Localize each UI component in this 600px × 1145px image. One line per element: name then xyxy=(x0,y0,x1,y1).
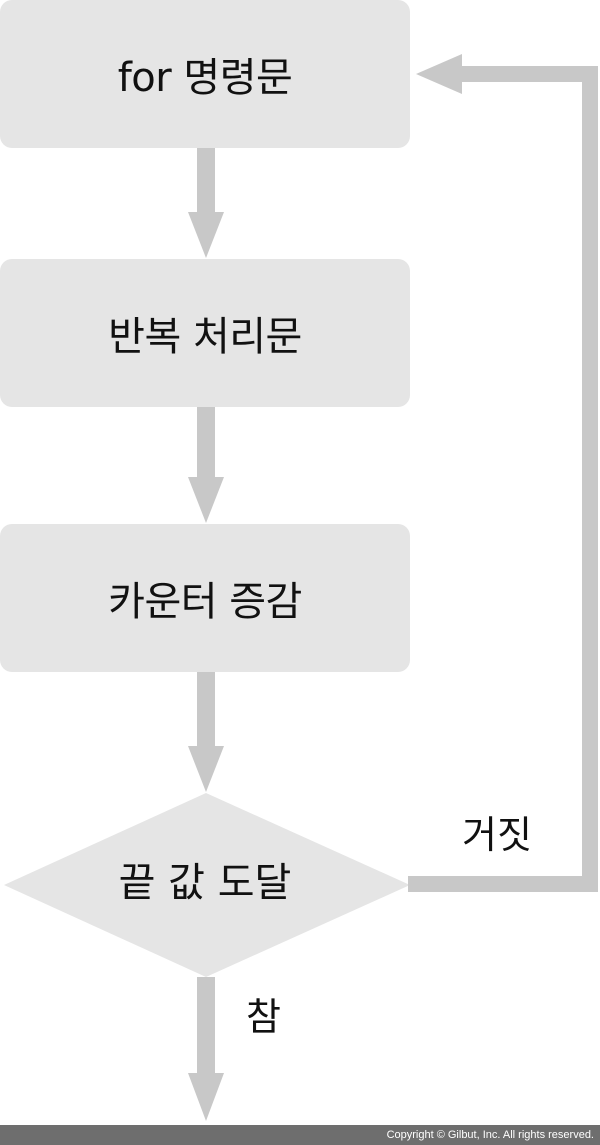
step-counter-update: 카운터 증감 xyxy=(0,524,410,672)
copyright-footer: Copyright © Gilbut, Inc. All rights rese… xyxy=(0,1125,600,1145)
decision-diamond xyxy=(4,793,410,977)
step-for-statement-label: for 명령문 xyxy=(117,55,293,101)
arrow-true-exit xyxy=(188,977,224,1121)
branch-false-label: 거짓 xyxy=(462,813,532,857)
branch-true-label: 참 xyxy=(246,995,281,1039)
arrow-step1-to-step2 xyxy=(188,148,224,258)
arrow-step3-to-decision xyxy=(188,672,224,792)
step-for-statement: for 명령문 xyxy=(0,0,410,148)
step-loop-body: 반복 처리문 xyxy=(0,259,410,407)
step-counter-update-label: 카운터 증감 xyxy=(108,579,302,625)
arrow-false-loop xyxy=(408,54,598,892)
decision-label: 끝 값 도달 xyxy=(118,860,292,906)
arrow-step2-to-step3 xyxy=(188,407,224,523)
step-loop-body-label: 반복 처리문 xyxy=(108,314,302,360)
